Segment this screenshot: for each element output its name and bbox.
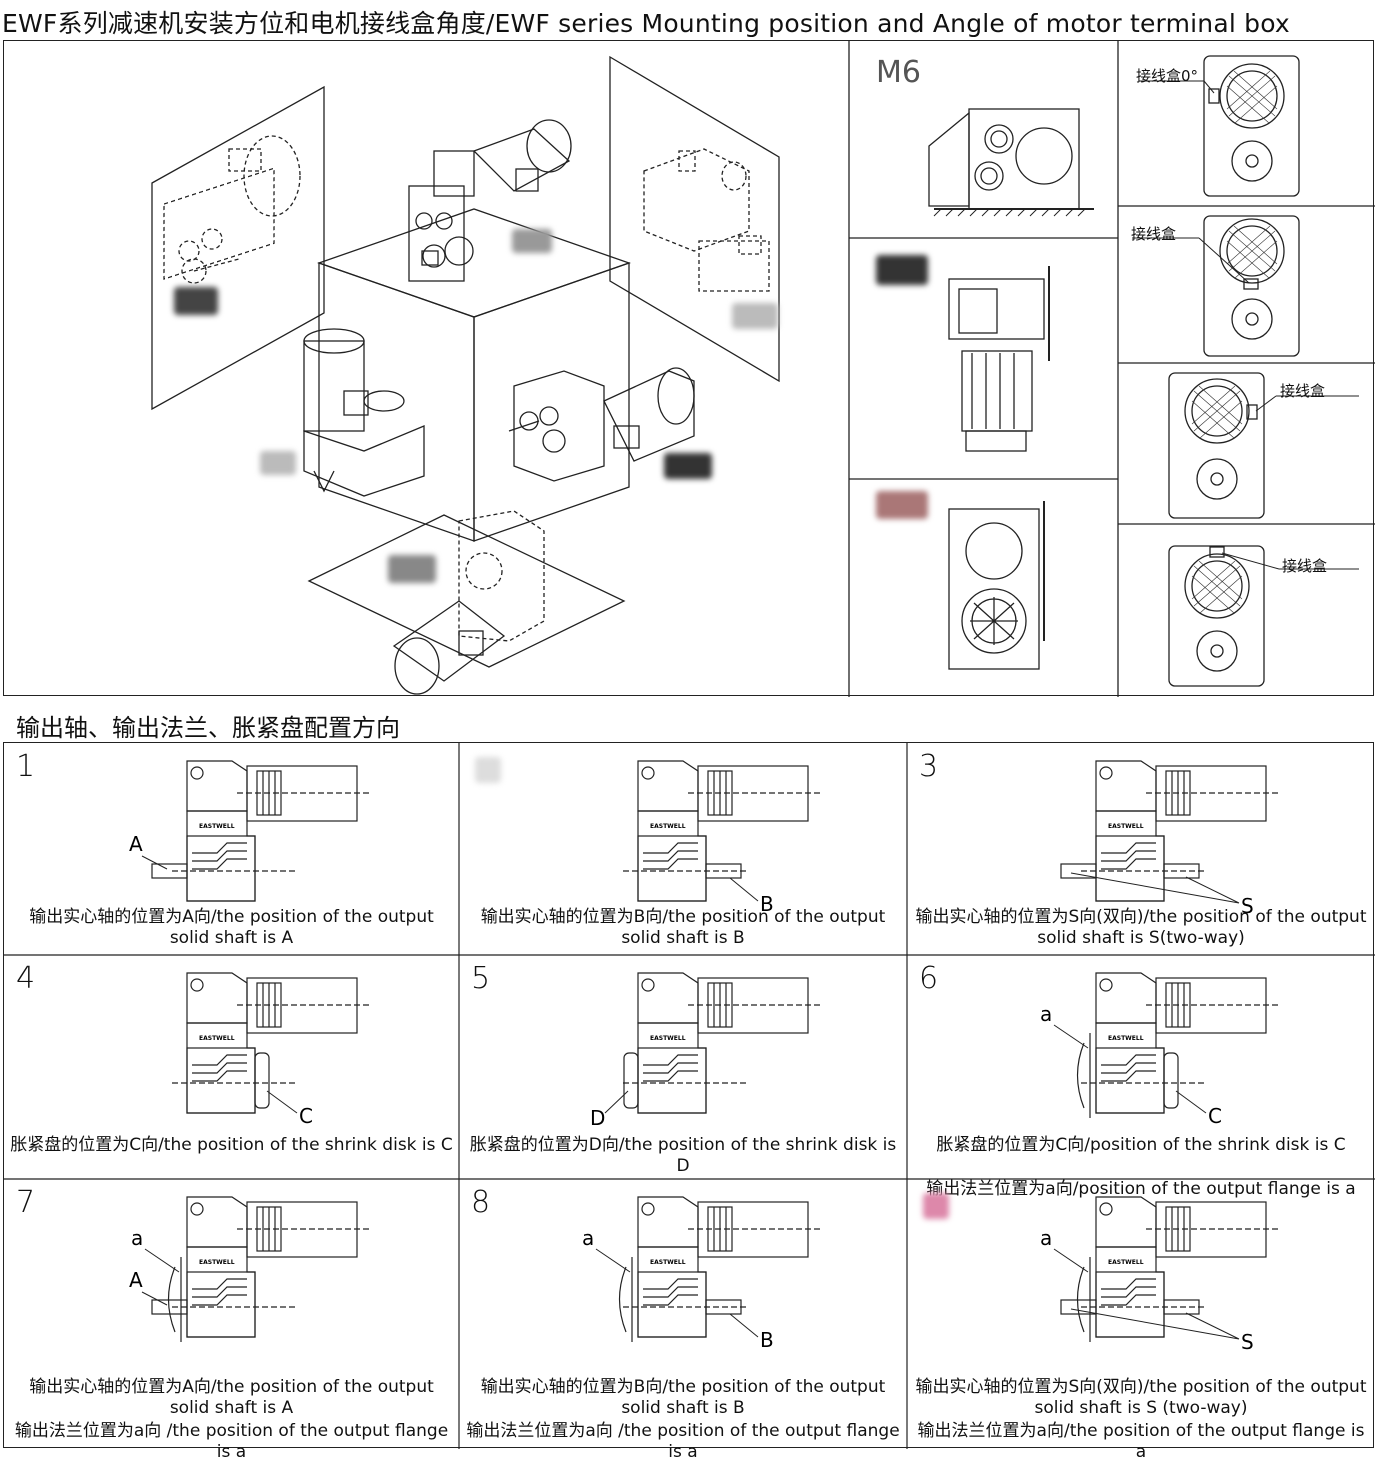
obscured-label (512, 229, 552, 253)
config-caption: 胀紧盘的位置为C向/position of the shrink disk is… (936, 1135, 1346, 1155)
direction-letter: C (1208, 1104, 1222, 1128)
brand-mark: EASTWELL (199, 823, 235, 830)
config-caption: 胀紧盘的位置为C向/the position of the shrink dis… (10, 1135, 453, 1155)
config-caption: 输出实心轴的位置为A向/the position of the output s… (29, 907, 434, 948)
config-number: 7 (16, 1185, 36, 1220)
obscured-number (475, 757, 501, 783)
terminal-box-label-1: 接线盒 (1131, 225, 1177, 243)
mounting-positions-panel: M6 接线盒0° 接线盒 接线盒 接线盒 (3, 40, 1375, 697)
obscured-label (260, 451, 296, 475)
terminal-box-label-2: 接线盒 (1280, 382, 1326, 400)
terminal-box-label-0: 接线盒0° (1136, 67, 1199, 85)
direction-letter: B (760, 1328, 774, 1352)
config-caption: 输出法兰位置为a向 /the position of the output fl… (14, 1421, 449, 1462)
config-number: 8 (471, 1185, 491, 1220)
direction-letter: S (1241, 1330, 1254, 1354)
grid-lines (4, 743, 1375, 1449)
config-caption: 输出实心轴的位置为A向/the position of the output s… (29, 1377, 434, 1418)
config-caption: 输出实心轴的位置为B向/the position of the output s… (480, 1377, 886, 1418)
brand-mark: EASTWELL (650, 1035, 686, 1042)
direction-letter: C (299, 1104, 313, 1128)
obscured-label (174, 287, 218, 315)
config-caption: 胀紧盘的位置为D向/the position of the shrink dis… (469, 1135, 897, 1176)
brand-mark: EASTWELL (650, 1259, 686, 1266)
brand-mark: EASTWELL (650, 823, 686, 830)
obscured-label (732, 303, 778, 329)
reducer-drawing: EASTWELL B (623, 760, 823, 916)
reducer-drawing: EASTWELL Aa (129, 1196, 372, 1342)
reducer-drawing: EASTWELL C (172, 972, 372, 1128)
direction-letter: a (1040, 1226, 1052, 1250)
config-caption: 输出实心轴的位置为B向/the position of the output s… (480, 907, 886, 948)
reducer-drawing: EASTWELL Sa (1040, 1196, 1281, 1354)
obscured-label (664, 453, 712, 479)
direction-letter: a (131, 1226, 143, 1250)
obscured-label (876, 255, 928, 285)
config-number: 4 (16, 961, 36, 996)
brand-mark: EASTWELL (1108, 823, 1144, 830)
brand-mark: EASTWELL (199, 1259, 235, 1266)
reducer-drawing: EASTWELL D (590, 972, 823, 1130)
obscured-label (876, 491, 928, 519)
obscured-label (388, 555, 436, 583)
direction-letter: D (590, 1106, 605, 1130)
config-caption: 输出实心轴的位置为S向(双向)/the position of the outp… (915, 907, 1367, 948)
reducer-drawing: EASTWELL Ba (582, 1196, 823, 1352)
page-title: EWF系列减速机安装方位和电机接线盒角度/EWF series Mounting… (2, 9, 1290, 38)
terminal-box-label-3: 接线盒 (1282, 557, 1328, 575)
direction-letter: a (1040, 1002, 1052, 1026)
config-caption: 输出法兰位置为a向/position of the output flange … (926, 1179, 1356, 1199)
config-number: 5 (471, 961, 491, 996)
config-number: 3 (919, 749, 939, 784)
brand-mark: EASTWELL (1108, 1035, 1144, 1042)
direction-letter: A (129, 1268, 143, 1292)
obscured-number (923, 1193, 949, 1219)
direction-letter: B (760, 892, 774, 916)
brand-mark: EASTWELL (1108, 1259, 1144, 1266)
config-number: 6 (919, 961, 939, 996)
config-number: 1 (16, 749, 36, 784)
direction-letter: A (129, 832, 143, 856)
config-caption: 输出实心轴的位置为S向(双向)/the position of the outp… (915, 1377, 1367, 1418)
reducer-drawing: EASTWELL S (1060, 760, 1281, 918)
direction-letter: a (582, 1226, 594, 1250)
reducer-drawing: EASTWELL A (129, 760, 372, 902)
config-caption: 输出法兰位置为a向/the position of the output fla… (917, 1421, 1365, 1462)
section-title: 输出轴、输出法兰、胀紧盘配置方向 (16, 714, 400, 742)
brand-mark: EASTWELL (199, 1035, 235, 1042)
m6-label: M6 (876, 55, 921, 90)
config-caption: 输出法兰位置为a向 /the position of the output fl… (466, 1421, 900, 1462)
direction-letter: S (1241, 894, 1254, 918)
isometric-mounting-drawing (151, 41, 1375, 697)
reducer-drawing: EASTWELL Ca (1040, 972, 1281, 1128)
